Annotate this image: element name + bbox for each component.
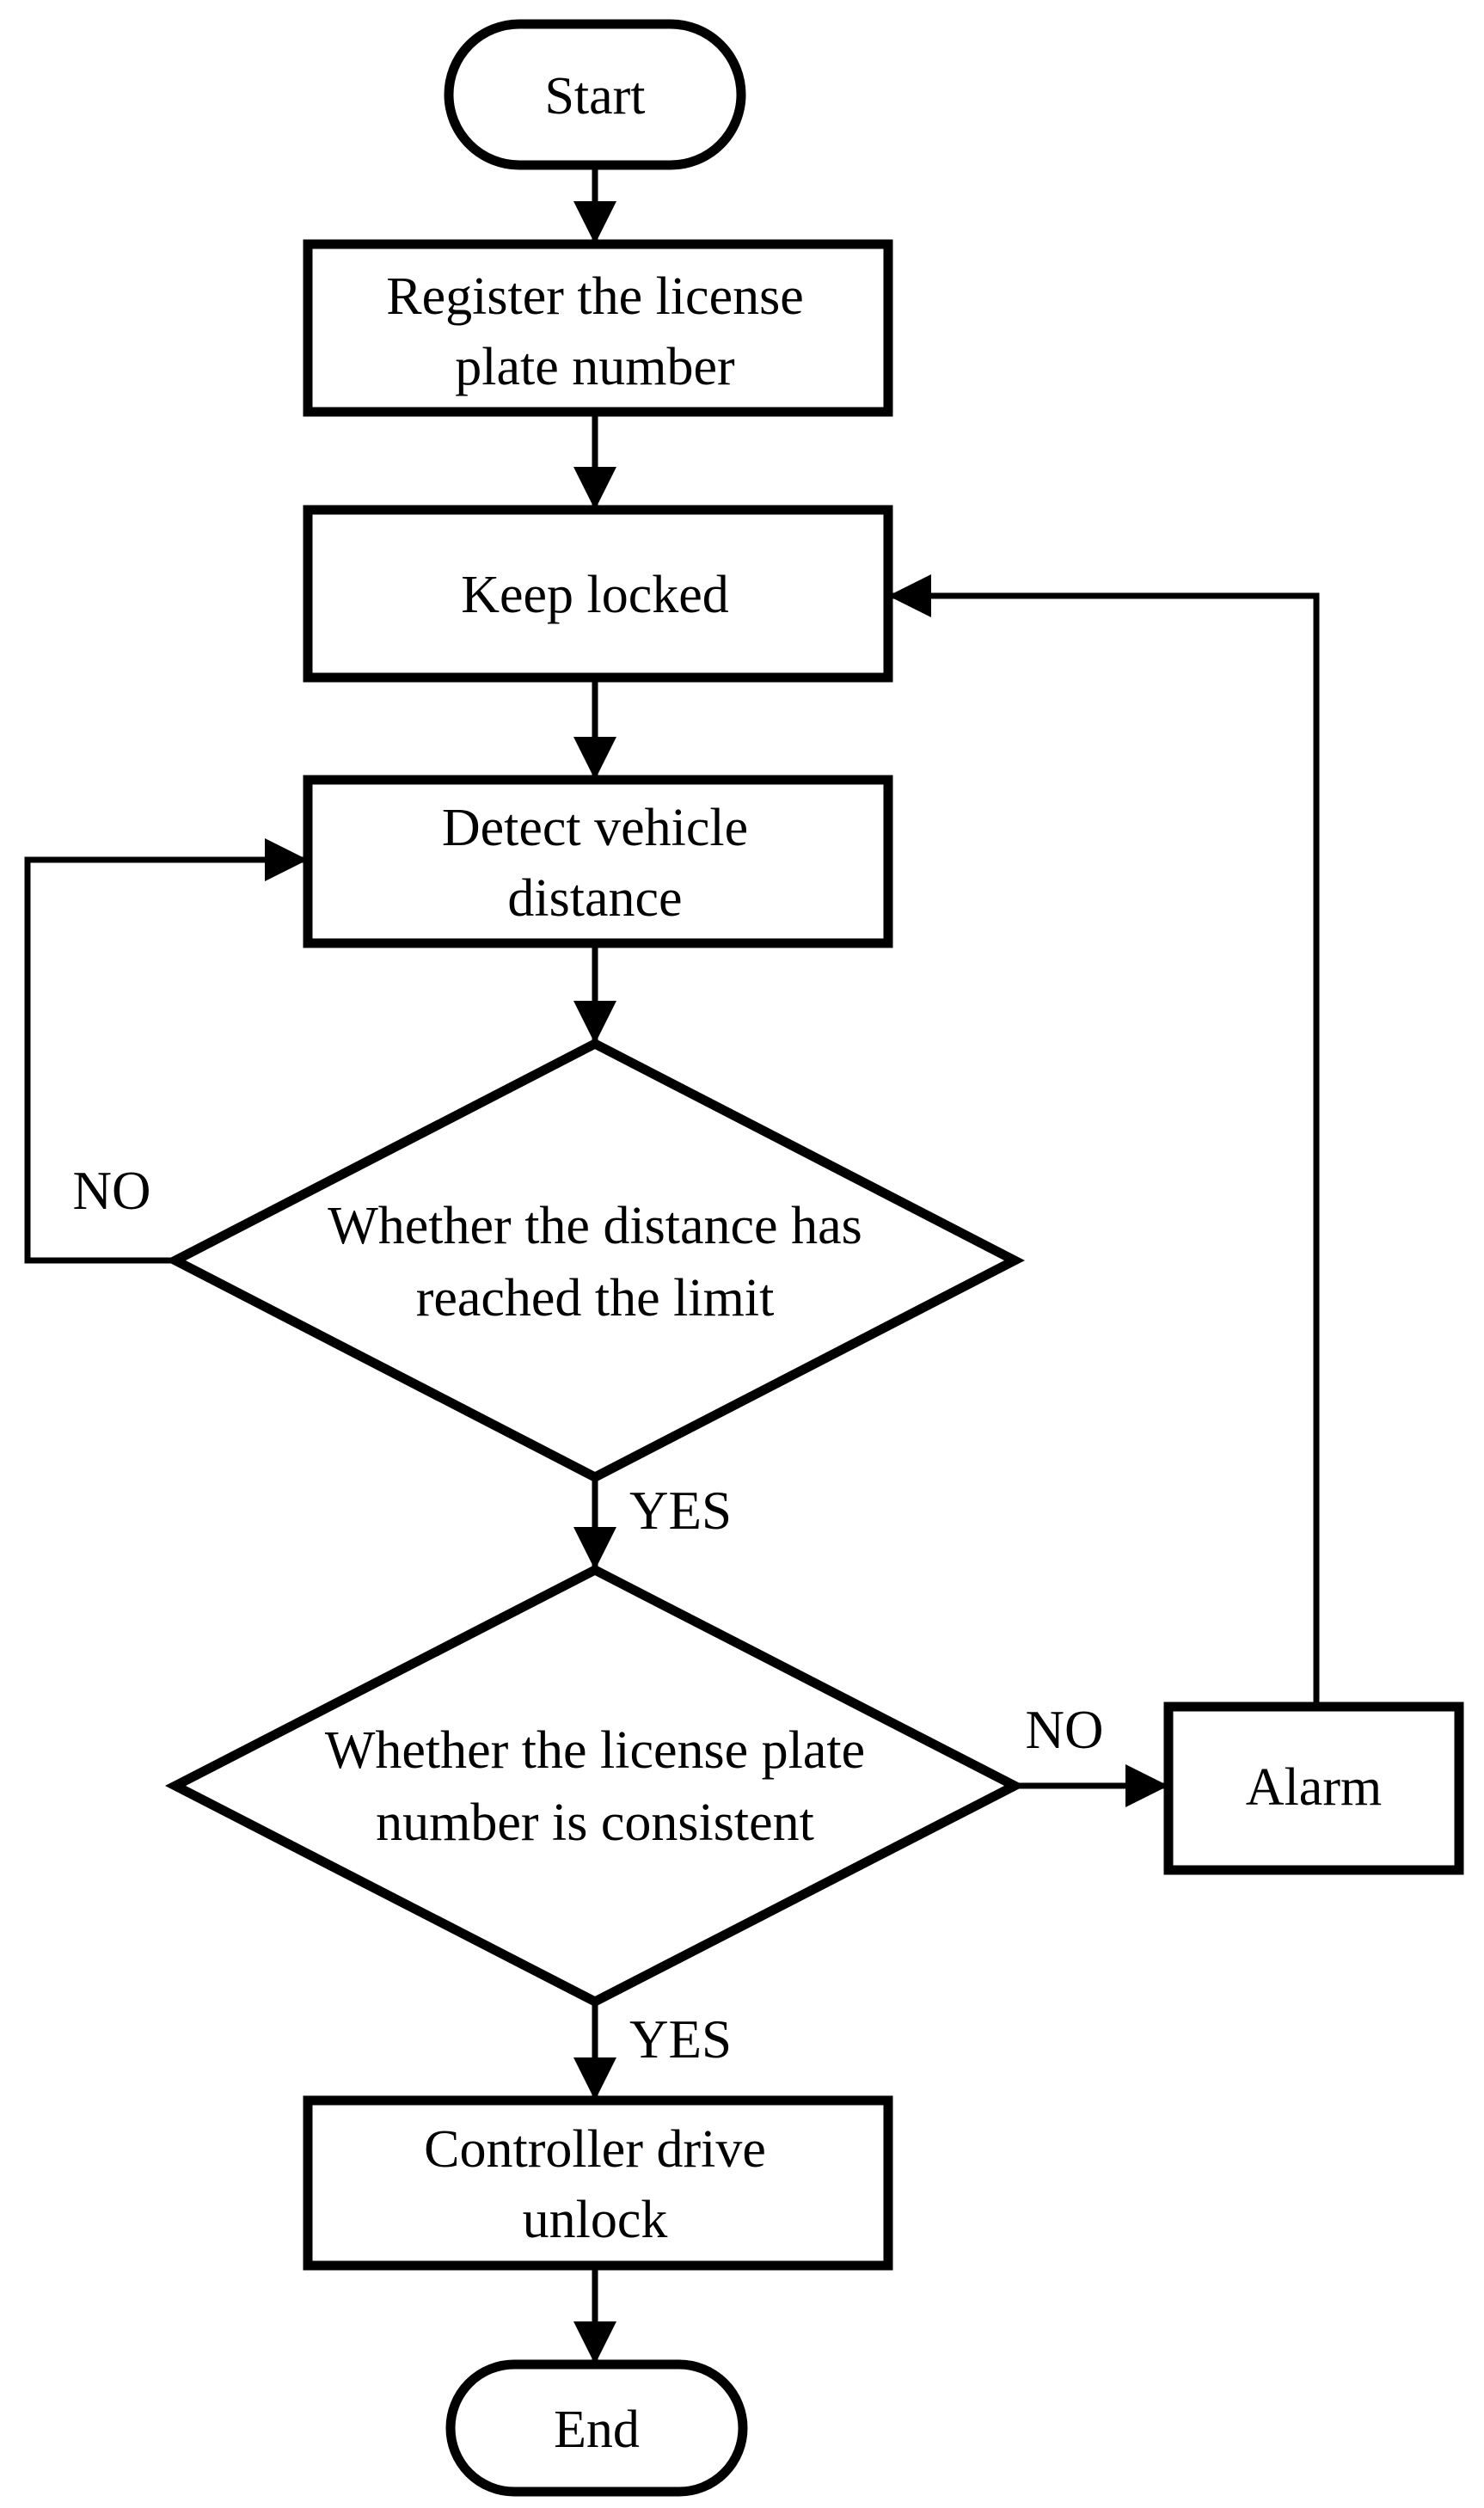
node-detect (303, 775, 893, 948)
edge-register-to-keep-arrowhead-icon (573, 467, 616, 510)
edge-detect-to-decision-distance-arrowhead-icon (573, 1001, 616, 1044)
node-unlock-label-line2: unlock (523, 2191, 668, 2249)
node-decision-plate-label-line1: Whether the license plate (325, 1721, 865, 1780)
labels: Start Register the license plate number … (73, 67, 1383, 2459)
node-detect-label-line1: Detect vehicle (442, 799, 748, 857)
edge-alarm-return-loop (890, 592, 1320, 1707)
edge-label-distance-no: NO (73, 1161, 151, 1221)
node-keep-locked (303, 505, 893, 683)
node-register-label-line1: Register the license (386, 267, 804, 326)
node-unlock-label-line1: Controller drive (424, 2120, 766, 2179)
nodes (164, 19, 1464, 2497)
node-alarm-label: Alarm (1246, 1758, 1382, 1817)
edge-distance-yes-arrowhead-icon (573, 1527, 616, 1570)
node-decision-plate-label-line2: number is consistent (376, 1794, 814, 1852)
node-decision-distance-label-line2: reached the limit (416, 1269, 775, 1328)
node-start-label: Start (544, 67, 645, 126)
edges (24, 163, 1320, 2364)
edge-unlock-to-end-arrowhead-icon (573, 2321, 616, 2364)
node-detect-label-line2: distance (507, 869, 682, 928)
node-unlock (303, 2095, 893, 2271)
node-end-label: End (554, 2401, 640, 2459)
node-keep-locked-label: Keep locked (461, 566, 729, 624)
edge-distance-no-loop (24, 856, 306, 1264)
edge-label-distance-yes: YES (629, 1481, 732, 1541)
node-register-label-line2: plate number (455, 338, 735, 396)
edge-plate-yes-arrowhead-icon (573, 2057, 616, 2100)
edge-alarm-return-arrowhead-icon (888, 574, 931, 617)
edge-keep-to-detect-arrowhead-icon (573, 737, 616, 780)
node-start (444, 19, 746, 170)
edge-label-plate-no: NO (1026, 1700, 1104, 1760)
node-decision-distance-label-line1: Whether the distance has (328, 1197, 862, 1255)
node-register (303, 239, 893, 417)
edge-distance-no-arrowhead-icon (265, 838, 308, 881)
edge-label-plate-yes: YES (629, 2009, 732, 2070)
node-decision-plate (164, 1564, 1026, 2008)
node-decision-distance (165, 1038, 1025, 1483)
edge-plate-no-arrowhead-icon (1125, 1764, 1168, 1807)
node-alarm (1163, 1702, 1464, 1875)
node-end (445, 2359, 748, 2497)
edge-start-to-register-arrowhead-icon (573, 201, 616, 244)
